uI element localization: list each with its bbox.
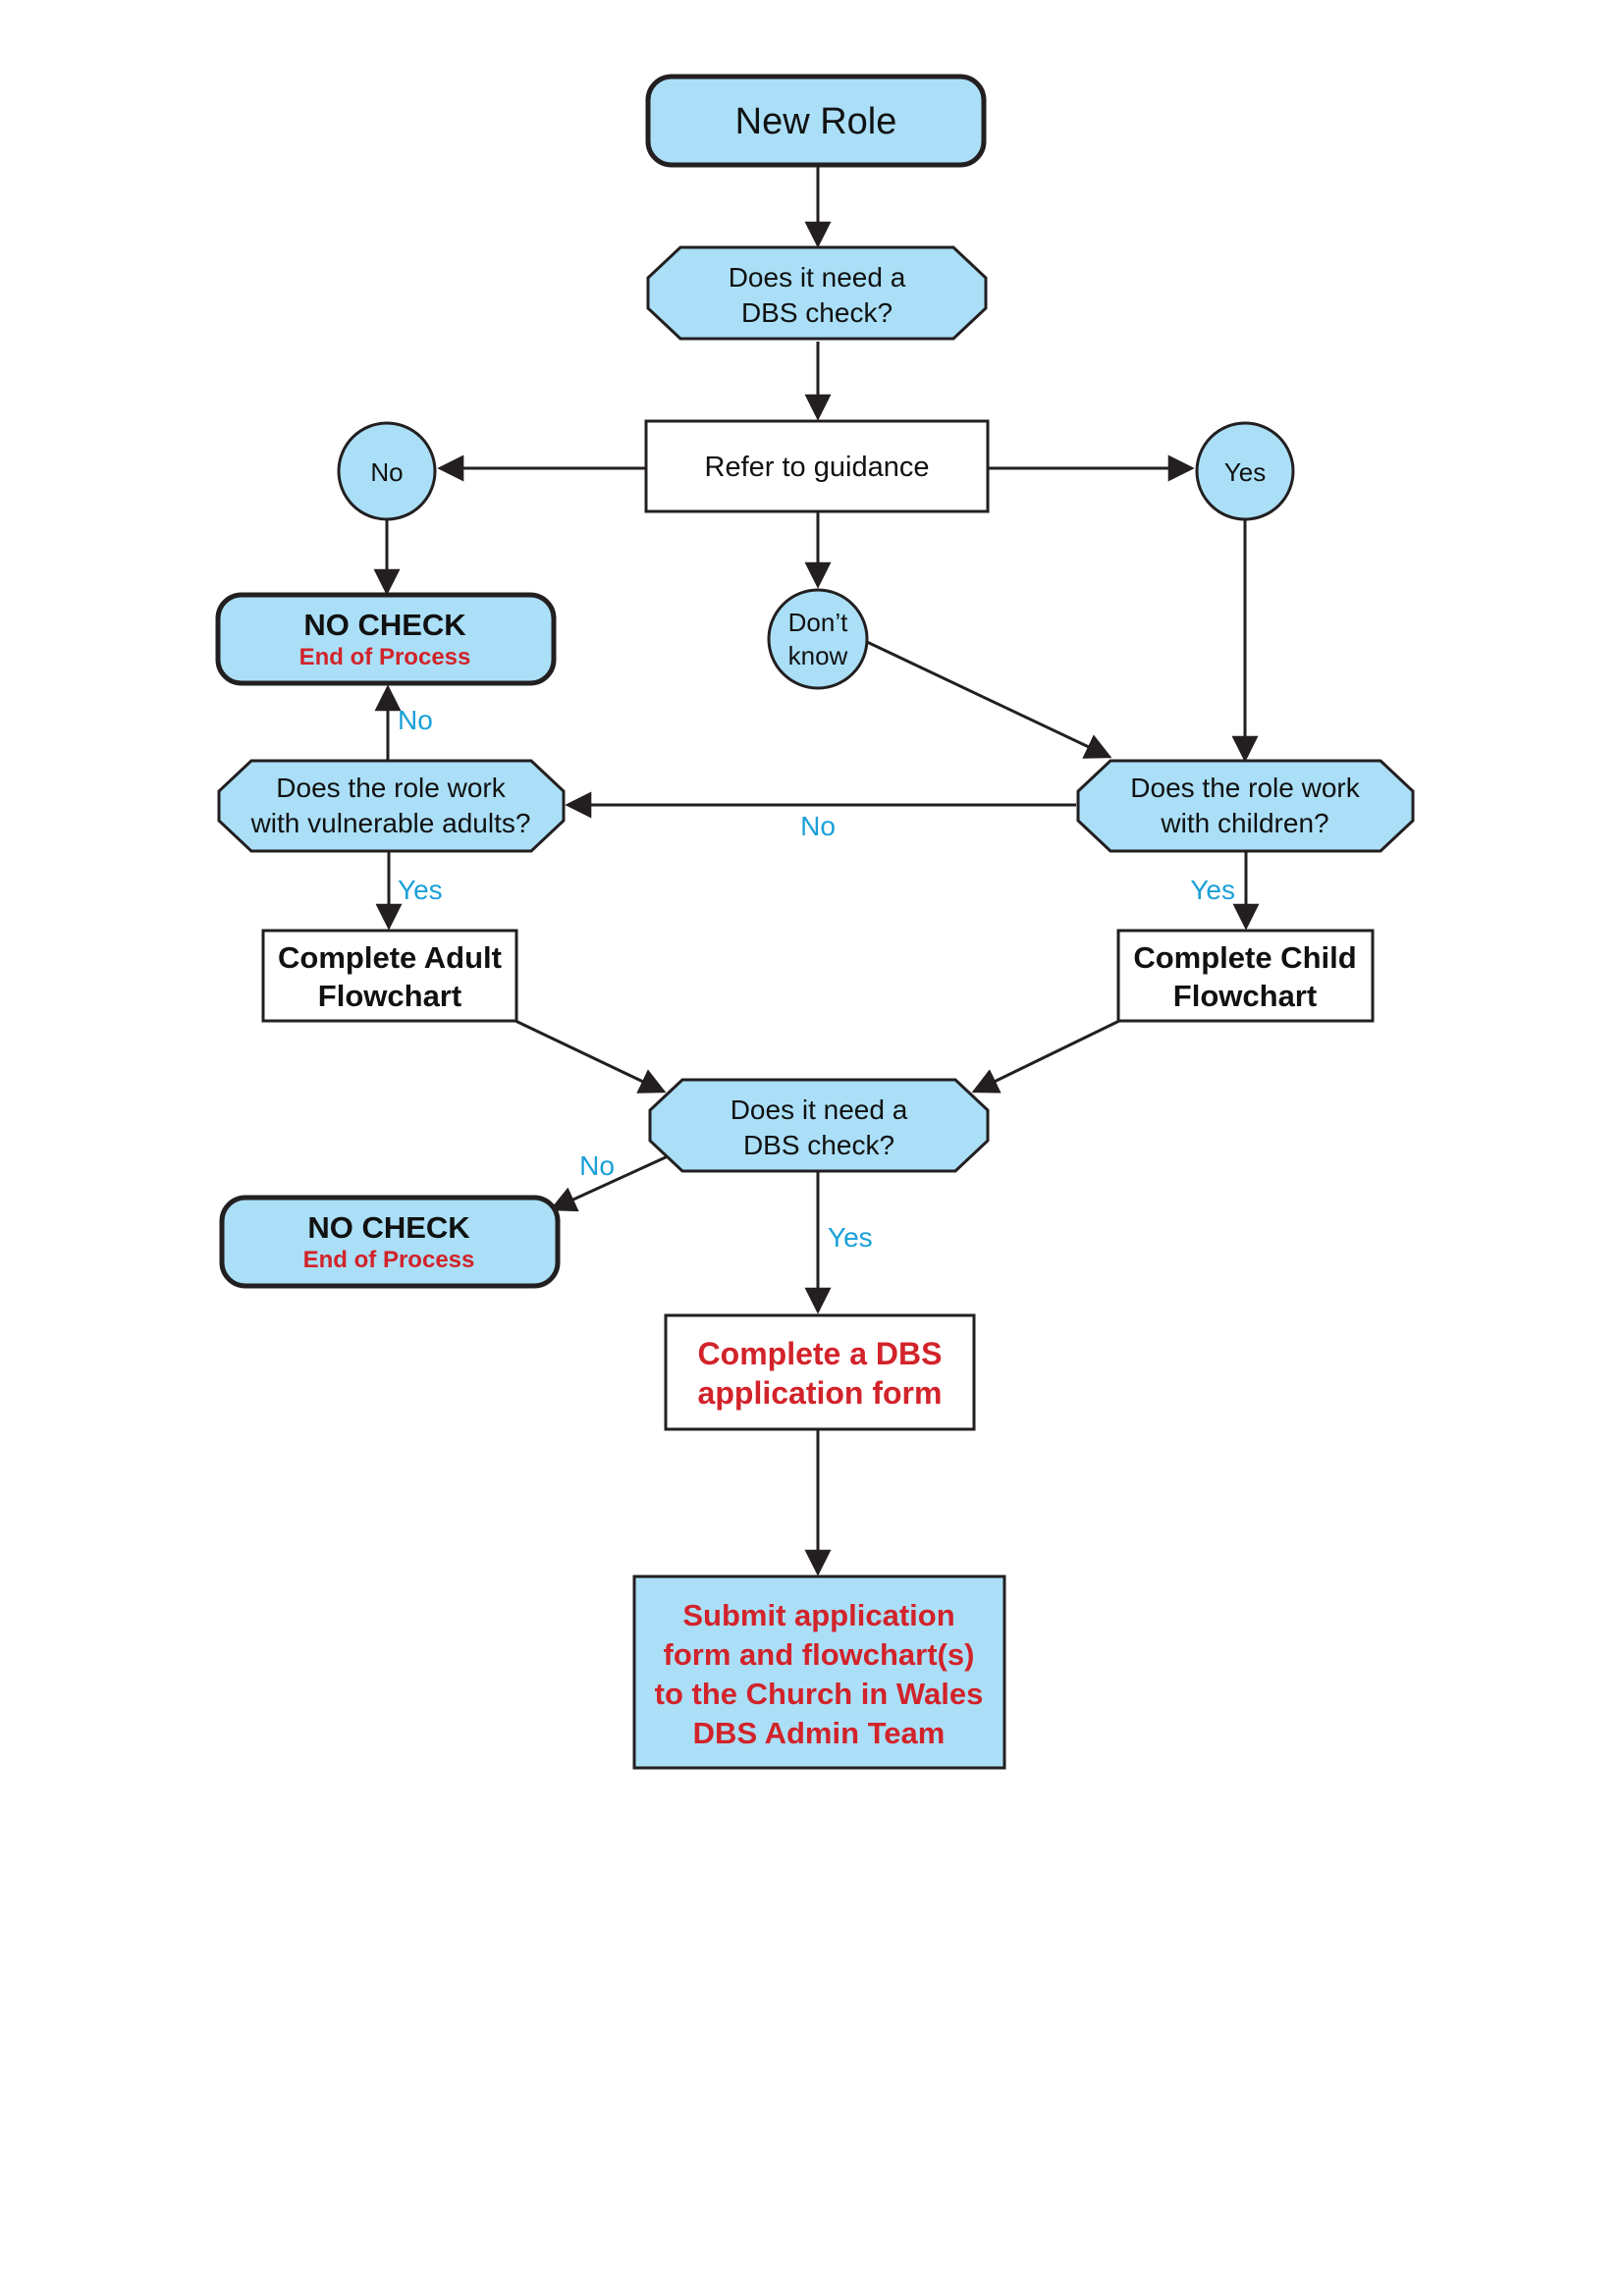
yes-circle-node: Yes (1195, 421, 1295, 521)
children-line2: with children? (1160, 808, 1328, 838)
dbs-check-1-line1: Does it need a (729, 262, 906, 293)
children-decision: Does the role work with children? (1076, 759, 1415, 853)
child-flowchart-line2: Flowchart (1173, 979, 1317, 1013)
edge-labels: No No Yes Yes No Yes (398, 705, 1235, 1253)
submit-line1: Submit application (682, 1598, 954, 1632)
edge-child-flowchart-to-dbs2 (971, 1019, 1120, 1094)
children-yes-label: Yes (1190, 875, 1235, 905)
dbs2-yes-label: Yes (828, 1222, 873, 1253)
dont-know-line1: Don’t (788, 608, 848, 637)
submit-line3: to the Church in Wales (655, 1677, 984, 1711)
new-role-node: New Role (645, 74, 987, 168)
no-check-2-subtitle: End of Process (303, 1247, 475, 1273)
submit-line2: form and flowchart(s) (664, 1637, 975, 1672)
dbs2-no-label: No (579, 1150, 615, 1181)
dbs-check-2-line2: DBS check? (743, 1130, 894, 1160)
vulnerable-adults-decision: Does the role work with vulnerable adult… (217, 759, 566, 853)
adult-flowchart-line1: Complete Adult (278, 940, 502, 975)
refer-to-guidance-node: Refer to guidance (644, 419, 990, 513)
dbs-application-form-node: Complete a DBS application form (664, 1313, 976, 1431)
dbs-check-decision-1: Does it need a DBS check? (646, 245, 988, 341)
dont-know-node: Don’t know (767, 588, 869, 690)
no-check-terminal-1: NO CHECK End of Process (215, 592, 557, 686)
dont-know-line2: know (788, 641, 848, 670)
yes-circle-label: Yes (1224, 457, 1266, 487)
edge-adult-flowchart-to-dbs2 (514, 1019, 667, 1094)
connectors (373, 167, 1260, 1576)
adults-no-label: No (398, 705, 433, 735)
children-line1: Does the role work (1130, 773, 1360, 803)
no-check-2-title: NO CHECK (307, 1210, 470, 1245)
refer-to-guidance-label: Refer to guidance (705, 452, 930, 483)
no-check-1-title: NO CHECK (303, 608, 466, 642)
adults-yes-label: Yes (398, 875, 443, 905)
child-flowchart-line1: Complete Child (1133, 940, 1356, 975)
dbs-form-line1: Complete a DBS (698, 1336, 943, 1371)
edge-dont-know-to-children (866, 640, 1112, 759)
no-circle-node: No (337, 421, 437, 521)
adult-flowchart-line2: Flowchart (318, 979, 461, 1013)
submit-application-node: Submit application form and flowchart(s)… (632, 1575, 1006, 1770)
dbs-check-1-line2: DBS check? (741, 297, 893, 328)
edge-dbs2-to-no-check-2 (549, 1154, 669, 1212)
vulnerable-adults-line1: Does the role work (276, 773, 506, 803)
children-no-label: No (800, 811, 836, 841)
adult-flowchart-node: Complete Adult Flowchart (261, 929, 518, 1023)
dbs-check-2-line1: Does it need a (731, 1095, 908, 1125)
vulnerable-adults-line2: with vulnerable adults? (250, 808, 531, 838)
new-role-label: New Role (735, 101, 897, 142)
child-flowchart-node: Complete Child Flowchart (1116, 929, 1375, 1023)
dbs-check-decision-2: Does it need a DBS check? (648, 1078, 990, 1173)
submit-line4: DBS Admin Team (693, 1716, 946, 1750)
no-check-1-subtitle: End of Process (299, 644, 471, 670)
no-check-terminal-2: NO CHECK End of Process (219, 1195, 561, 1289)
no-circle-label: No (370, 457, 403, 487)
dbs-form-line2: application form (698, 1375, 943, 1411)
